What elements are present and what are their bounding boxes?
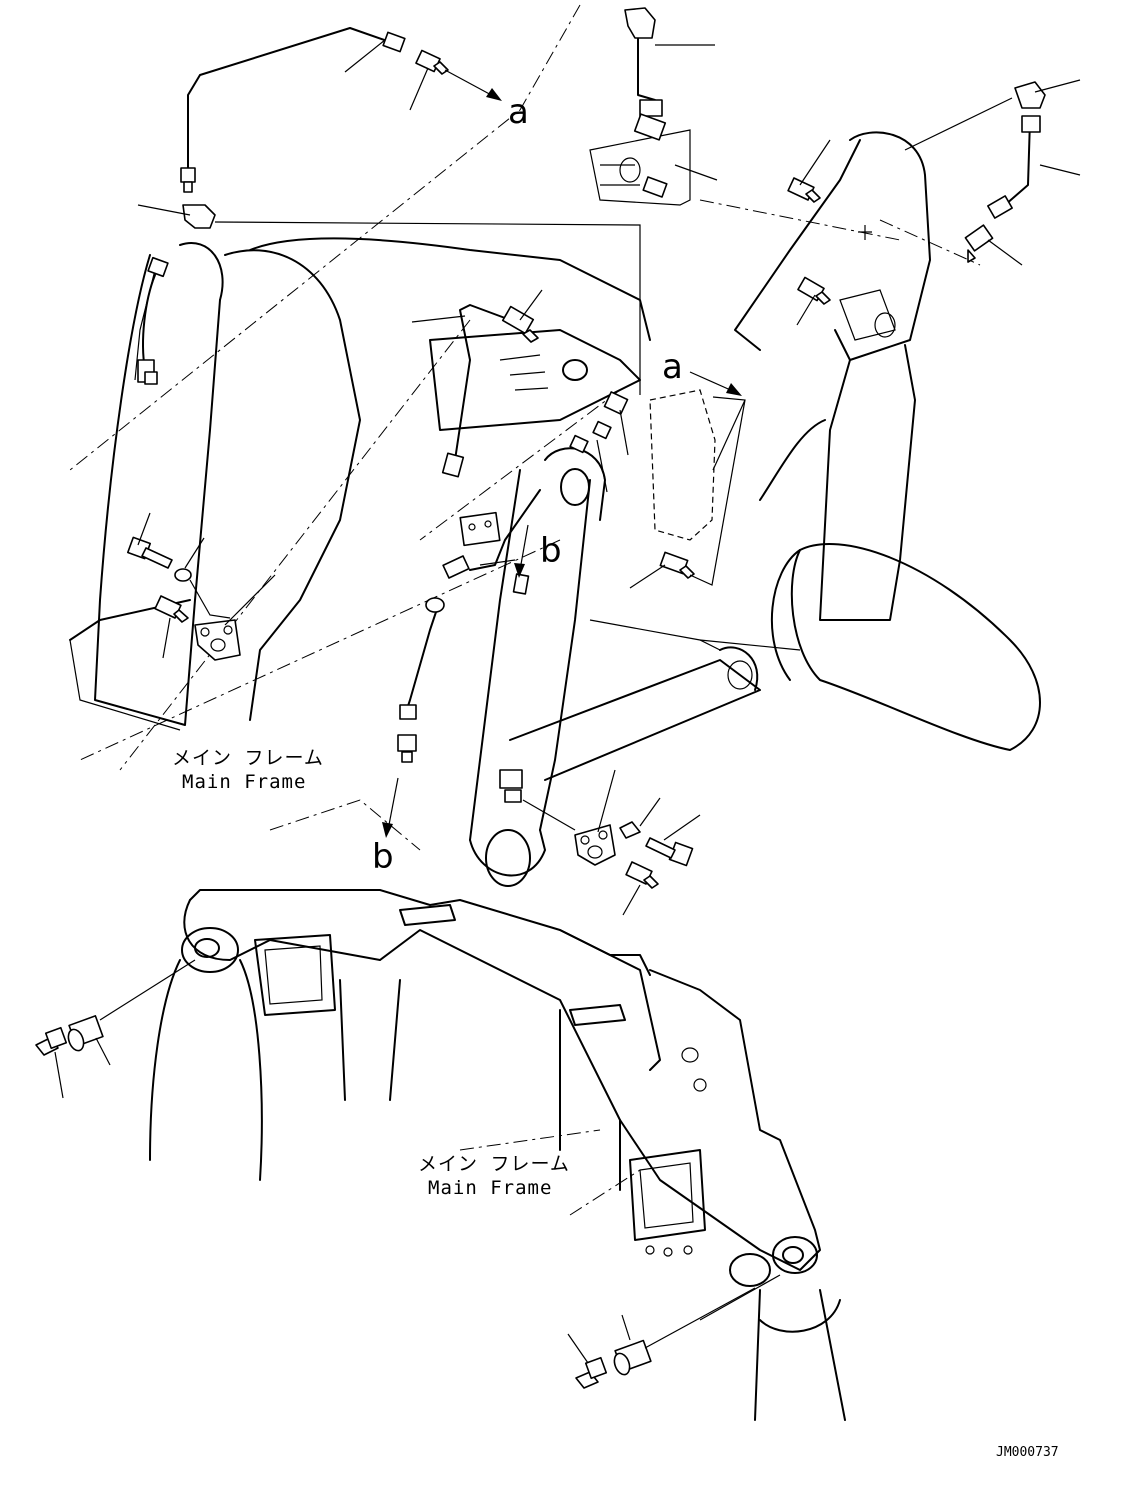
grease-fitting-icon [382, 31, 449, 75]
main-frame-label-en: Main Frame [182, 771, 306, 793]
grease-fitting-icon [501, 305, 539, 343]
adapter-icon [67, 1015, 104, 1052]
upper-center-grease-pipe [637, 21, 656, 101]
grease-fitting-icon [659, 551, 695, 579]
ref-letter-b-mid: b [540, 531, 562, 571]
upper-assembly-outline [69, 129, 1041, 887]
grease-fitting-icon [35, 1026, 68, 1056]
center-lines [69, 4, 981, 1216]
grease-fitting-icon [154, 595, 189, 623]
main-frame-label-en: Main Frame [428, 1177, 552, 1199]
main-frame-label-jp: メイン フレーム [418, 1153, 570, 1175]
arm-pipe [469, 489, 541, 571]
ref-letter-a-top: a [508, 92, 529, 132]
upper-right-grease-pipe [1004, 119, 1031, 206]
flex-grease-hose [404, 599, 441, 716]
grease-fitting-icon [625, 861, 659, 889]
text-labels: a a b b メイン フレーム Main Frame メイン フレーム Mai… [172, 92, 1059, 1460]
grease-fitting-icon [397, 452, 470, 763]
grease-fitting-icon [459, 511, 530, 595]
left-cyl-fittings [137, 256, 169, 385]
plate-icon [194, 619, 241, 661]
lower-main-frame-outline [149, 889, 846, 1421]
grease-fitting-icon [575, 1356, 608, 1389]
ref-letter-b-low: b [372, 837, 394, 877]
elbow-fitting-icon [964, 81, 1046, 263]
reference-arrows [382, 69, 742, 838]
mid-grease-pipe [454, 304, 506, 461]
washer-icon [174, 568, 192, 582]
elbow-fitting-icon [180, 167, 216, 229]
left-cyl-pipe [142, 274, 156, 371]
leader-lines [54, 39, 1081, 1364]
washer-icon [619, 821, 641, 839]
main-frame-label-jp: メイン フレーム [172, 747, 324, 769]
grease-fitting-icon [797, 276, 831, 305]
plate-icon [574, 824, 616, 866]
ref-letter-a-mid: a [662, 347, 683, 387]
elbow-fitting-icon [624, 7, 668, 198]
upper-left-grease-pipe [187, 27, 391, 171]
fittings [35, 7, 1046, 1389]
adapter-icon [613, 1339, 652, 1376]
bolt-icon [645, 837, 694, 867]
drawing-code: JM000737 [996, 1445, 1059, 1460]
bolt-icon [127, 536, 173, 569]
arm-bracket [499, 769, 523, 803]
grease-fitting-icon [787, 177, 821, 203]
grease-fitting-icon [569, 391, 629, 454]
